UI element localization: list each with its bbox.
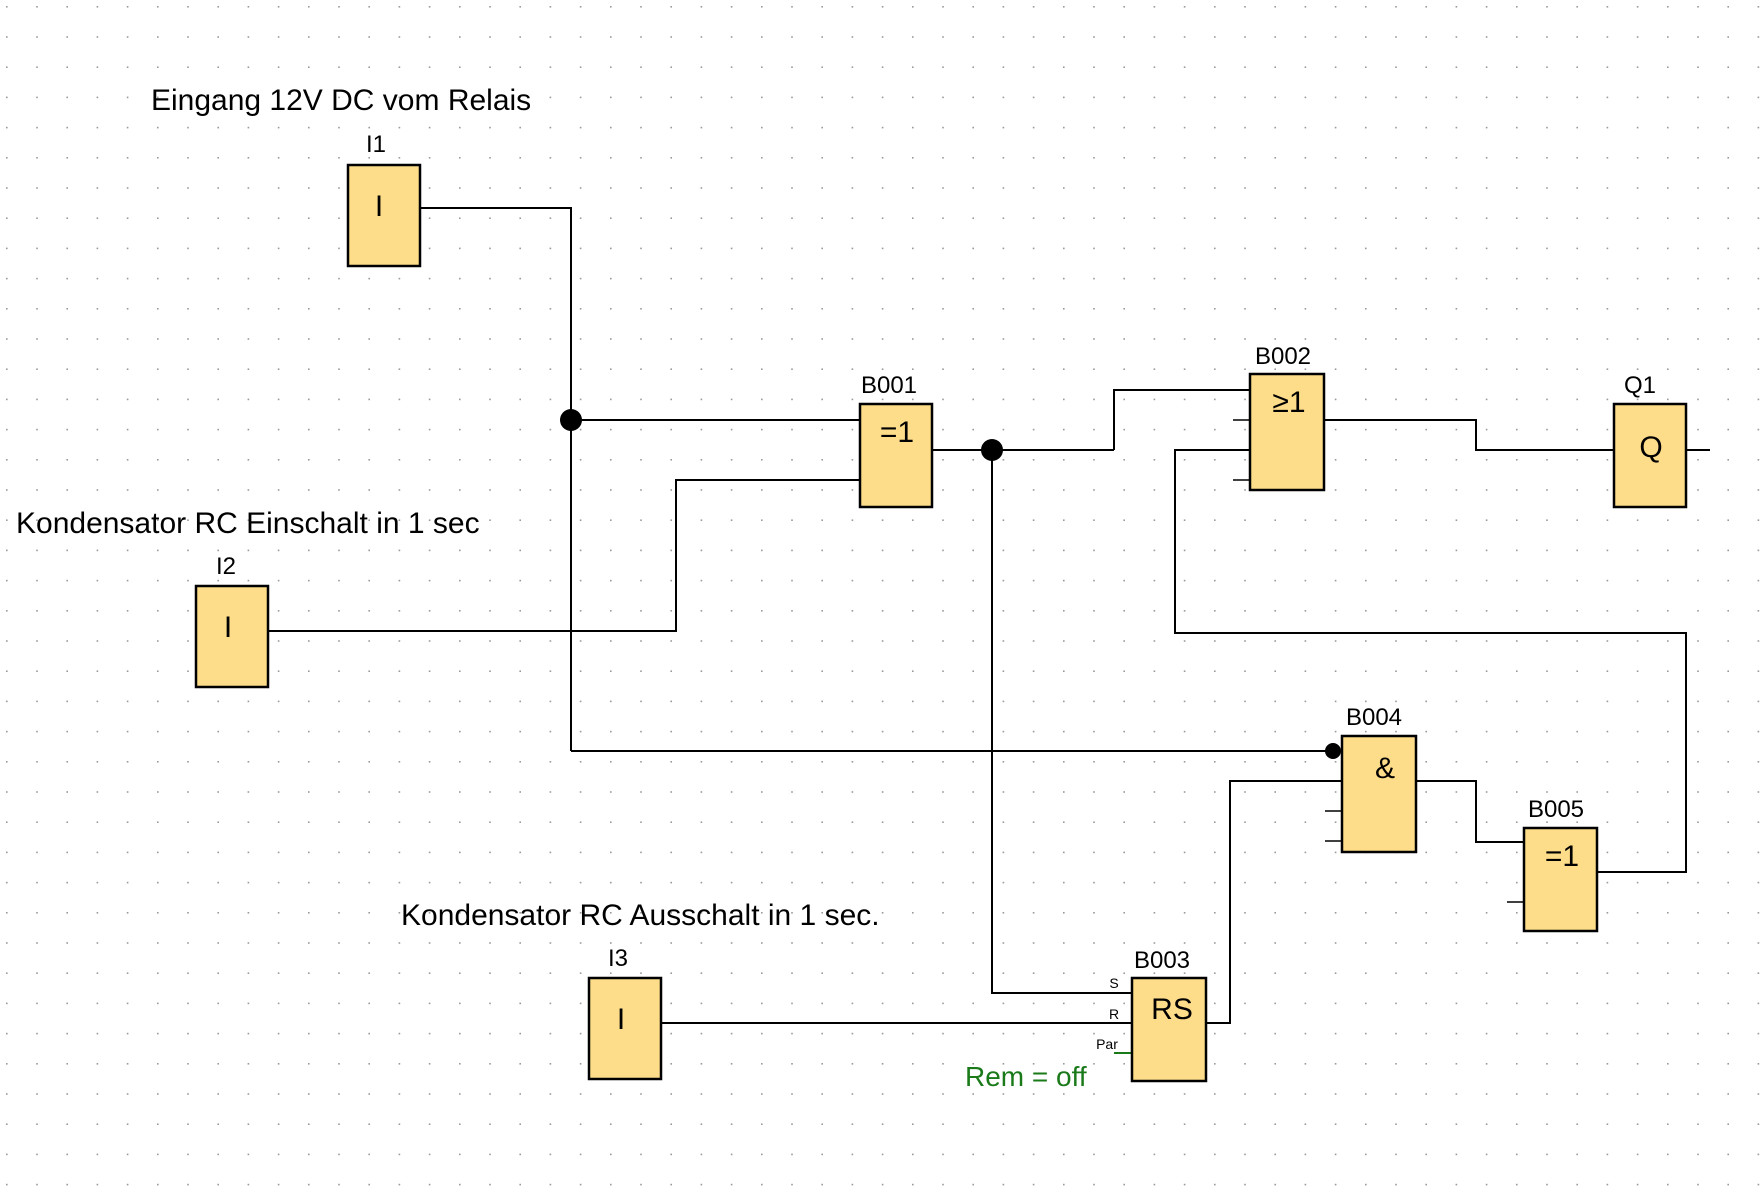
pin-stubs (1114, 419, 1524, 1054)
output-symbol: Q (1639, 431, 1662, 464)
wire-b001-to-b002 (1113, 389, 1250, 450)
junctions (560, 409, 1341, 759)
block-i3[interactable]: I3 I (587, 945, 663, 1081)
note-i1: Eingang 12V DC vom Relais (151, 84, 531, 117)
block-label: I2 (216, 553, 236, 580)
xor-symbol: =1 (880, 416, 914, 449)
wire-b001-to-b003-s (991, 450, 1132, 994)
junction-dot (1325, 743, 1341, 759)
junction-dot (560, 409, 582, 431)
block-b002[interactable]: B002 ≥1 (1248, 343, 1326, 492)
wire-i2-to-b001 (268, 479, 860, 632)
block-label: Q1 (1624, 372, 1656, 399)
block-body (1340, 734, 1418, 854)
block-b001[interactable]: B001 =1 (858, 372, 934, 509)
pin-label-par: Par (1096, 1036, 1118, 1052)
wire-i1-to-b001 (420, 207, 572, 751)
junction-dot (981, 439, 1003, 461)
input-symbol: I (224, 611, 232, 644)
block-label: B002 (1255, 343, 1311, 370)
wire-b004-to-b005 (1416, 780, 1524, 843)
parameter-rem: Rem = off (965, 1061, 1087, 1092)
note-i2: Kondensator RC Einschalt in 1 sec (16, 507, 480, 540)
input-symbol: I (617, 1003, 625, 1036)
block-q1[interactable]: Q1 Q (1612, 372, 1688, 509)
pin-label-r: R (1109, 1006, 1119, 1022)
block-b003[interactable]: B003 RS S R Par Rem = off (965, 947, 1208, 1092)
block-label: B004 (1346, 704, 1402, 731)
wire-b002-to-q1 (1324, 419, 1614, 451)
block-label: I3 (608, 945, 628, 972)
block-i1[interactable]: I1 I (346, 131, 422, 268)
block-label: I1 (366, 131, 386, 158)
block-body (1248, 372, 1326, 492)
pin-label-s: S (1109, 975, 1118, 991)
block-body (1522, 826, 1599, 933)
block-body (194, 584, 270, 689)
block-body (858, 402, 934, 509)
block-body (1612, 402, 1688, 509)
wire-feedback-b005-to-b002 (1174, 449, 1687, 873)
or-symbol: ≥1 (1272, 386, 1305, 419)
block-i2[interactable]: I2 I (194, 553, 270, 689)
block-body (587, 976, 663, 1081)
block-label: B005 (1528, 796, 1584, 823)
wire-b003-to-b004 (1206, 780, 1342, 1024)
dot-grid (6, 6, 1760, 1186)
block-label: B001 (861, 372, 917, 399)
input-symbol: I (375, 190, 383, 223)
rs-symbol: RS (1151, 993, 1193, 1026)
note-i3: Kondensator RC Ausschalt in 1 sec. (401, 899, 880, 932)
block-label: B003 (1134, 947, 1190, 974)
wires (268, 207, 1710, 1024)
block-body (346, 163, 422, 268)
block-b005[interactable]: B005 =1 (1522, 796, 1599, 933)
block-body (1130, 976, 1208, 1083)
and-symbol: & (1375, 752, 1395, 785)
block-b004[interactable]: B004 & (1340, 704, 1418, 854)
xor-symbol: =1 (1545, 840, 1579, 873)
